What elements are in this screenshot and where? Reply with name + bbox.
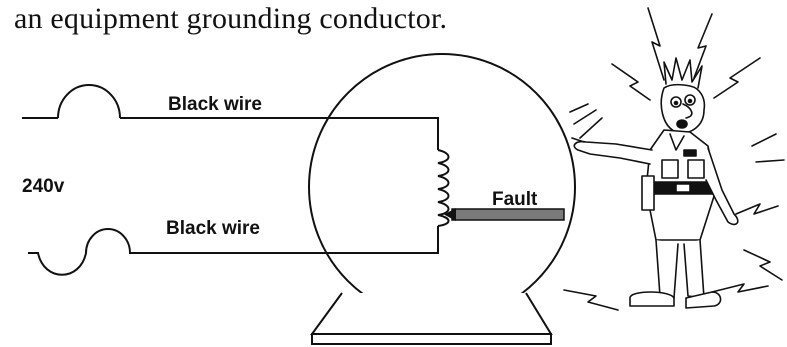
shocked-electrician-illustration	[563, 7, 785, 311]
bottom-circuit	[28, 226, 439, 276]
caption-text: an equipment grounding conductor.	[14, 2, 448, 35]
motor-housing	[308, 53, 576, 321]
bottom-fuse-icon	[28, 226, 439, 276]
voltage-label: 240v	[22, 176, 65, 197]
motor-base	[310, 292, 553, 345]
fault-conductor	[444, 208, 565, 221]
motor-winding-icon	[437, 149, 450, 227]
top-wire-label: Black wire	[168, 94, 262, 115]
bottom-wire-label: Black wire	[166, 218, 260, 239]
fault-label: Fault	[492, 189, 538, 210]
